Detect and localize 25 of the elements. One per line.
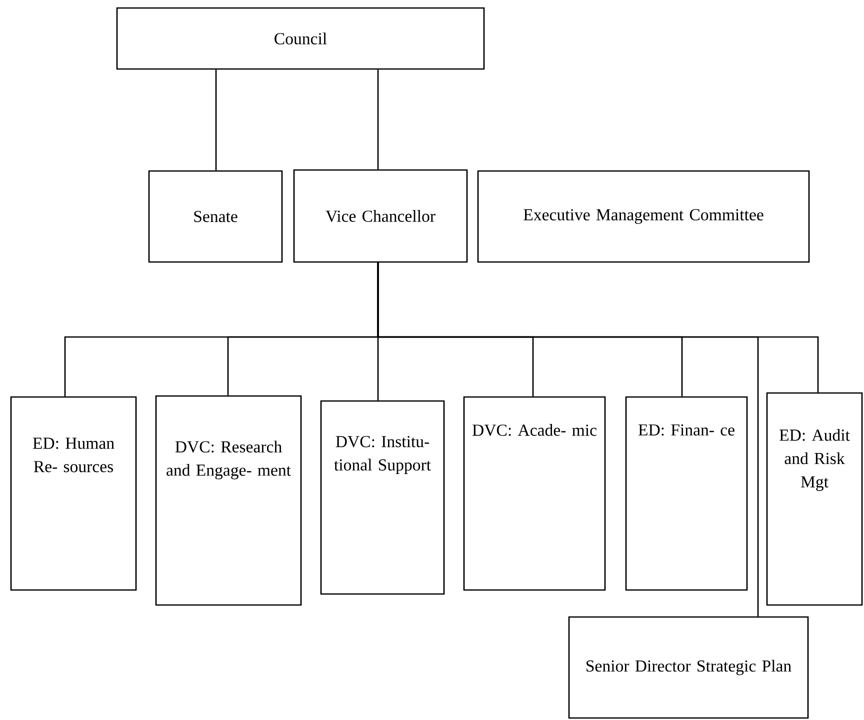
box-label: Executive Management Committee [524,209,764,224]
box-label: DVC: Research and Engage- ment [166,440,291,480]
connector-line [377,70,379,170]
box-label: Senate [194,210,238,222]
org-box [155,395,302,606]
org-box [320,400,445,595]
box-label: Council [274,32,327,44]
org-box [625,396,748,591]
org-box [148,170,283,263]
org-box [766,392,863,606]
org-box [116,7,485,70]
box-label: ED: Finan- ce [638,424,734,436]
org-box [568,616,809,719]
org-box [10,396,137,591]
box-label: DVC: Institu- tional Support [334,436,431,474]
connector-line [215,70,217,170]
box-label: ED: Audit and Risk Mgt [780,429,850,491]
connector-line [377,262,819,392]
box-label: Vice Chancellor [326,210,436,222]
box-label: DVC: Acade- mic [472,424,596,436]
org-box [463,396,606,591]
org-box [293,169,468,263]
box-label: Senior Director Strategic Plan [586,660,792,676]
box-label: ED: Human Re- sources [32,438,114,472]
org-box [477,170,810,263]
